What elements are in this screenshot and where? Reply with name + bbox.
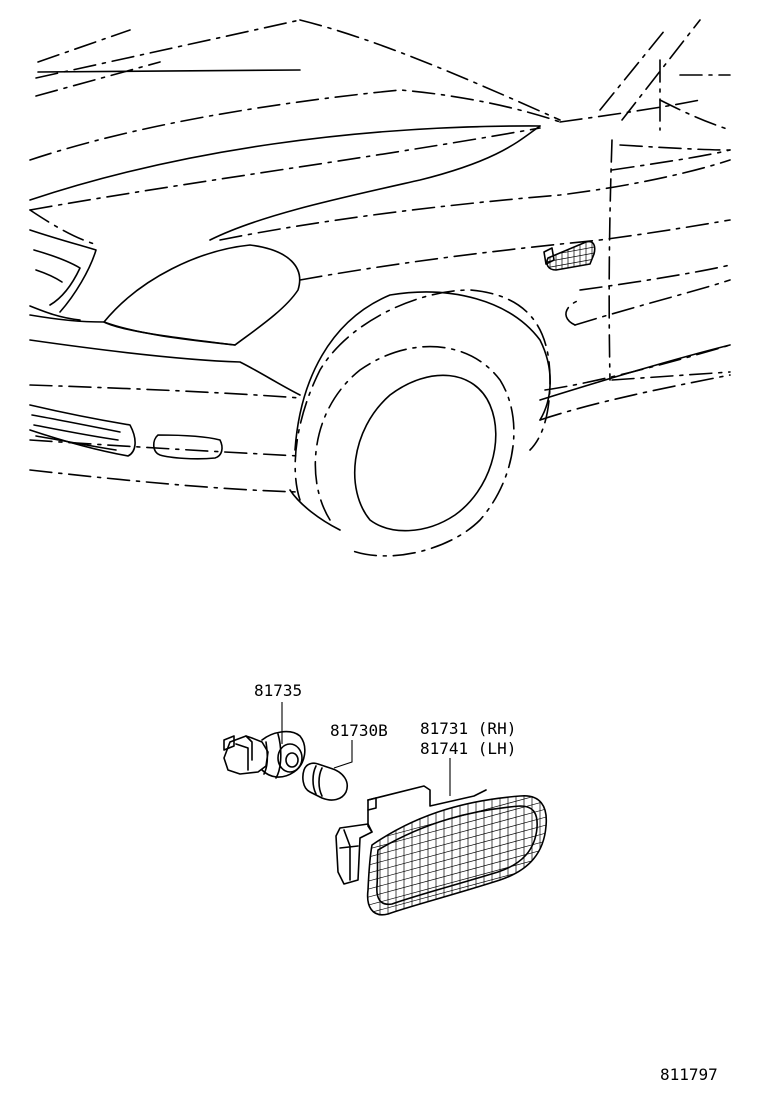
callout-lamp-rh: 81731 (RH) (420, 719, 516, 738)
car-body-outline (29, 19, 731, 557)
side-marker-on-car (543, 240, 596, 271)
callout-bulb: 81730B (330, 721, 388, 740)
figure-number: 811797 (660, 1065, 718, 1084)
callout-socket: 81735 (254, 681, 302, 700)
side-turn-lamp-part (335, 785, 548, 916)
leader-lines (281, 702, 451, 796)
socket-part (223, 730, 306, 779)
callout-lamp-lh: 81741 (LH) (420, 739, 516, 758)
bulb-part (302, 762, 348, 801)
